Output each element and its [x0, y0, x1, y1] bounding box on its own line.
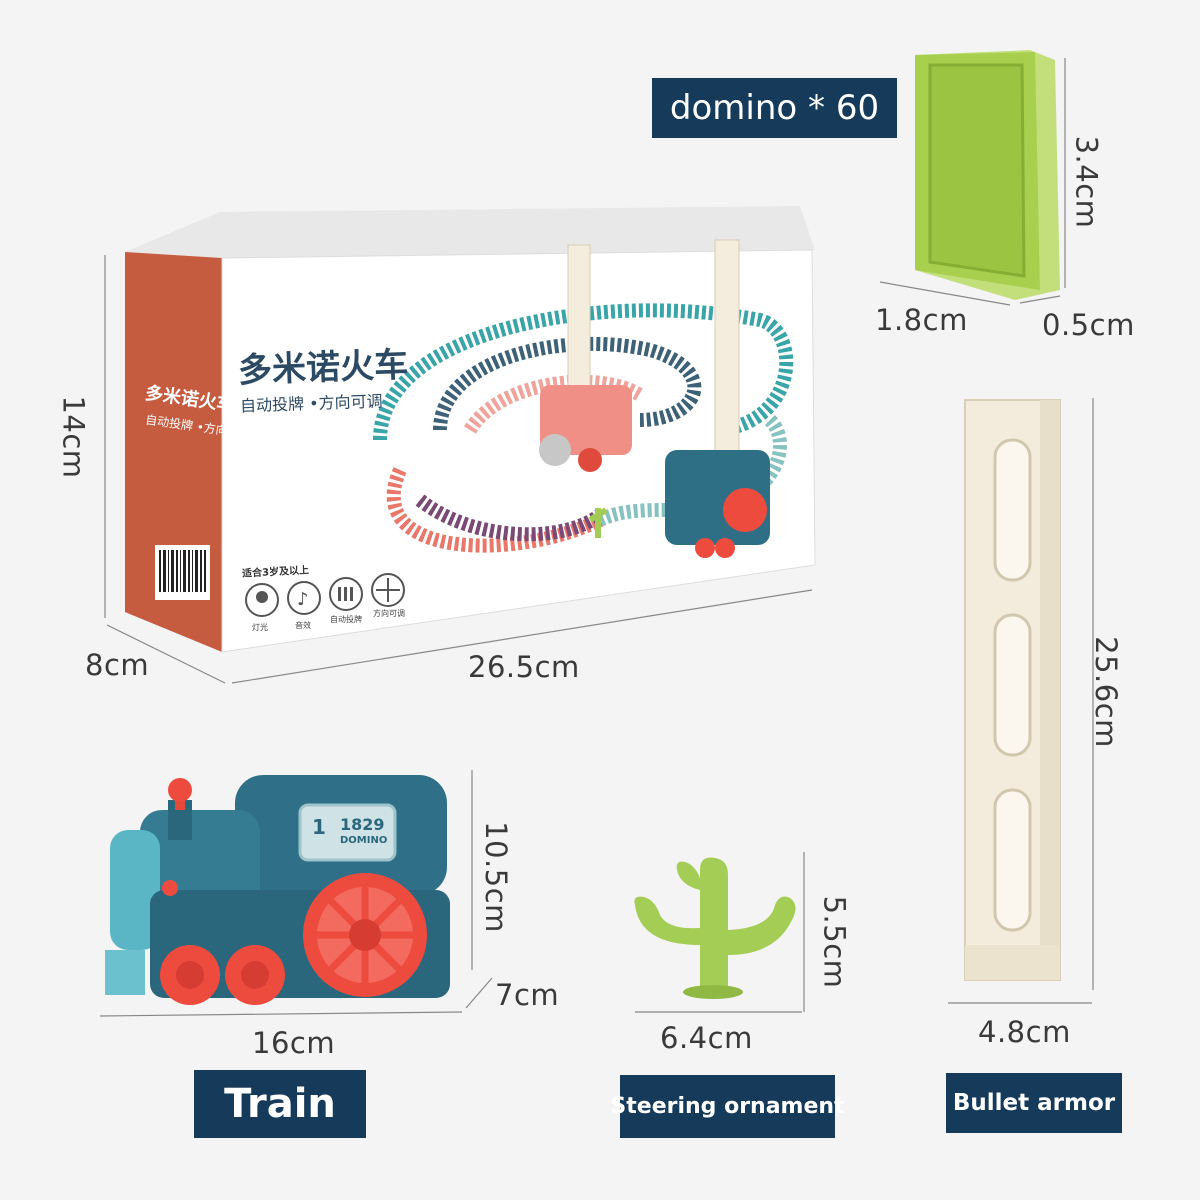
box-feature-light: 灯光: [252, 623, 268, 632]
box-subtitle: 自动投牌 •方向可调: [239, 391, 383, 416]
train-label: Train: [194, 1070, 366, 1138]
train-height-label: 10.5cm: [478, 821, 513, 933]
box-depth-label: 8cm: [85, 648, 150, 682]
train-badge-word: DOMINO: [340, 835, 388, 846]
train-badge-year: 1829: [340, 815, 385, 834]
box-feature-auto: 自动投牌: [330, 615, 362, 624]
box-feature-direction: 方向可调: [373, 609, 405, 618]
armor-height-label: 25.6cm: [1088, 636, 1123, 748]
domino-height-label: 3.4cm: [1069, 135, 1104, 229]
domino-depth-label: 0.5cm: [1042, 308, 1135, 342]
ornament-width-label: 6.4cm: [660, 1021, 753, 1055]
box-feature-sound: 音效: [295, 621, 311, 630]
ornament-height-label: 5.5cm: [817, 895, 852, 989]
box-title: 多米诺火车: [237, 345, 409, 391]
bullet-armor-label: Bullet armor: [946, 1073, 1122, 1133]
domino-width-label: 1.8cm: [875, 303, 968, 337]
svg-text:♪: ♪: [297, 589, 309, 610]
steering-ornament-label: Steering ornament: [610, 1075, 845, 1138]
domino-label: domino * 60: [652, 78, 897, 138]
box-width-label: 26.5cm: [468, 650, 580, 684]
train-depth-label: 7cm: [495, 978, 560, 1012]
train-width-label: 16cm: [252, 1026, 336, 1060]
train-badge-number: 1: [312, 815, 326, 839]
light-bulb-icon: [256, 591, 268, 603]
armor-width-label: 4.8cm: [978, 1015, 1071, 1049]
box-height-label: 14cm: [56, 395, 91, 479]
